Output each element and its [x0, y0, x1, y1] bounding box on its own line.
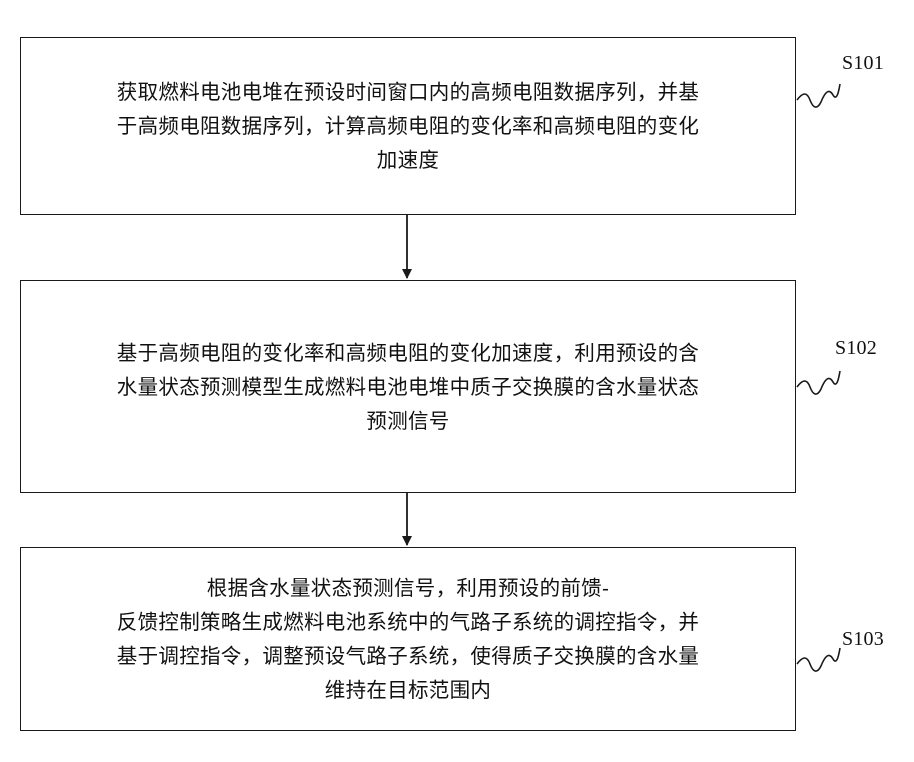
step-text-s103-line-2: 反馈控制策略生成燃料电池系统中的气路子系统的调控指令，并 [117, 605, 699, 639]
step-label-s101: S101 [842, 52, 884, 75]
step-text-s103-line-4: 维持在目标范围内 [325, 673, 491, 707]
step-text-s103-line-1: 根据含水量状态预测信号，利用预设的前馈- [207, 571, 609, 605]
step-text-s102-line-2: 水量状态预测模型生成燃料电池电堆中质子交换膜的含水量状态 [117, 370, 699, 404]
step-box-s101: 获取燃料电池电堆在预设时间窗口内的高频电阻数据序列，并基 于高频电阻数据序列，计… [20, 37, 796, 215]
step-label-s103: S103 [842, 628, 884, 651]
step-text-s101-line-2: 于高频电阻数据序列，计算高频电阻的变化率和高频电阻的变化 [117, 109, 699, 143]
leader-squiggle-s101 [797, 84, 840, 107]
step-text-s101-line-3: 加速度 [377, 143, 439, 177]
step-text-s102-line-3: 预测信号 [366, 404, 449, 438]
leader-squiggle-s103 [797, 648, 840, 671]
step-box-s103: 根据含水量状态预测信号，利用预设的前馈- 反馈控制策略生成燃料电池系统中的气路子… [20, 547, 796, 731]
step-box-s102: 基于高频电阻的变化率和高频电阻的变化加速度，利用预设的含 水量状态预测模型生成燃… [20, 280, 796, 493]
step-text-s103-line-3: 基于调控指令，调整预设气路子系统，使得质子交换膜的含水量 [117, 639, 699, 673]
step-text-s102-line-1: 基于高频电阻的变化率和高频电阻的变化加速度，利用预设的含 [117, 336, 699, 370]
step-label-s102: S102 [835, 337, 877, 360]
step-text-s101-line-1: 获取燃料电池电堆在预设时间窗口内的高频电阻数据序列，并基 [117, 75, 699, 109]
leader-squiggle-s102 [797, 371, 840, 394]
